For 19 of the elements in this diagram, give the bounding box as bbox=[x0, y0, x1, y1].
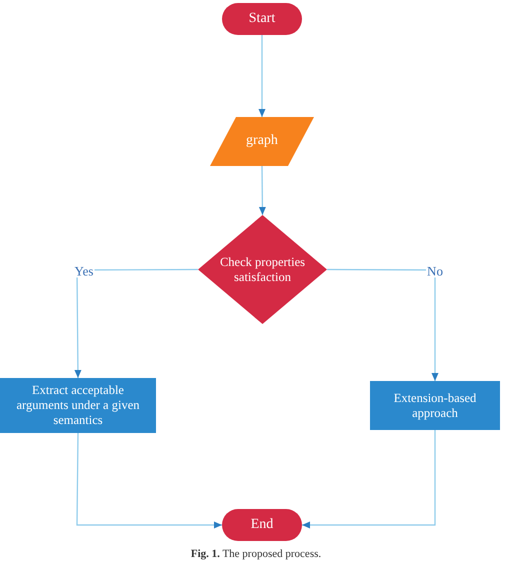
arrow bbox=[74, 268, 198, 378]
arrow bbox=[76, 433, 222, 528]
arrow bbox=[258, 166, 266, 215]
node-label: Check properties satisfaction bbox=[218, 254, 306, 284]
edge-label: Yes bbox=[74, 264, 94, 278]
process-box bbox=[0, 378, 156, 433]
arrow bbox=[302, 430, 436, 528]
node-label: Extension-based approach bbox=[392, 390, 478, 420]
node-label: End bbox=[250, 516, 274, 534]
node-label: graph bbox=[246, 133, 278, 150]
end-terminal bbox=[222, 509, 302, 541]
start-terminal bbox=[222, 3, 302, 35]
figure-caption: Fig. 1. The proposed process. bbox=[190, 548, 322, 560]
node-label: Extract acceptable arguments under a given semantics bbox=[16, 383, 140, 428]
process-box bbox=[370, 381, 500, 430]
arrow bbox=[258, 35, 266, 117]
arrow bbox=[327, 268, 438, 381]
edge-label: No bbox=[426, 264, 444, 278]
node-label: Start bbox=[248, 10, 276, 28]
